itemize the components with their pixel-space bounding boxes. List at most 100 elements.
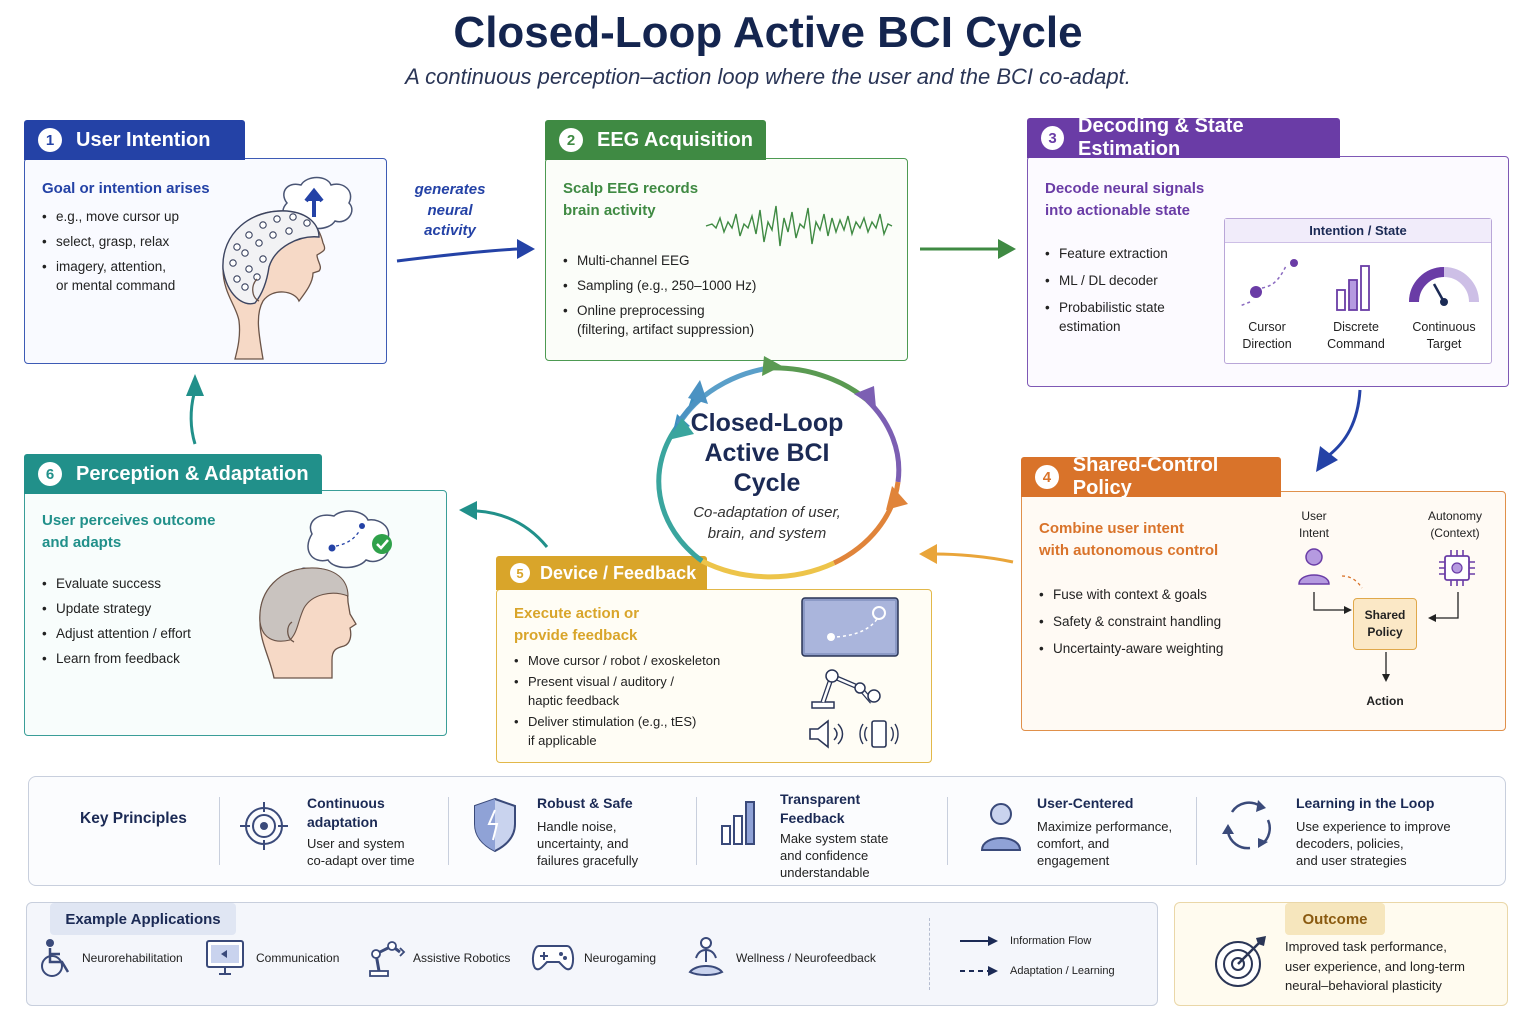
list-item: ML / DL decoder: [1045, 271, 1215, 290]
stage-1-number: 1: [38, 128, 62, 152]
list-item: e.g., move cursor up: [42, 207, 222, 226]
list-item: Safety & constraint handling: [1039, 612, 1249, 631]
stage-2-heading: Scalp EEG records brain activity: [563, 180, 699, 219]
key-principles-title: Key Principles: [80, 810, 187, 827]
list-item: Online preprocessing (filtering, artifac…: [563, 301, 873, 339]
robot-arm-icon: [369, 941, 406, 977]
legend-dashed-arrow: [960, 966, 998, 976]
stage-1-header: 1 User Intention: [24, 120, 245, 160]
list-item: Learn from feedback: [42, 649, 242, 668]
shield-icon: [474, 797, 516, 853]
stage-1-title: User Intention: [76, 128, 211, 151]
bar-chart-icon: [1336, 265, 1370, 311]
stage-3-heading: Decode neural signals into actionable st…: [1045, 180, 1205, 219]
panel-label-continuous: Continuous Target: [1412, 320, 1476, 351]
list-item: Evaluate success: [42, 574, 242, 593]
stage-6-heading: User perceives outcome and adapts: [42, 512, 216, 551]
stage-6-title: Perception & Adaptation: [76, 462, 309, 485]
monitor-icon: [206, 940, 244, 975]
target-icon: [240, 802, 288, 850]
central-cycle-ring: [656, 356, 908, 580]
legend-information-flow: Information Flow: [1010, 935, 1092, 947]
meditation-icon: [688, 937, 724, 976]
outcome-text: Improved task performance, user experien…: [1285, 939, 1465, 993]
stage-4-bullets: Fuse with context & goals Safety & const…: [1039, 585, 1249, 664]
stage-2-title: EEG Acquisition: [597, 128, 753, 151]
flow-arrow-4-to-5: [919, 544, 1014, 564]
app-label-neurorehab: Neurorehabilitation: [82, 951, 183, 965]
list-item: Move cursor / robot / exoskeleton: [514, 651, 774, 670]
flow-arrow-5-to-6: [459, 501, 549, 548]
stage-4-header: 4 Shared-Control Policy: [1021, 454, 1281, 499]
center-title: Closed-Loop Active BCI Cycle: [690, 409, 844, 497]
principle-5-heading: Learning in the Loop: [1296, 795, 1435, 811]
principle-3-heading: Transparent Feedback: [780, 791, 861, 826]
principle-3-text: Make system state and confidence underst…: [780, 831, 889, 880]
eeg-waveform-icon: [705, 205, 893, 247]
divider: [696, 797, 697, 865]
shared-policy-node: Shared Policy: [1353, 598, 1417, 650]
user-head-eeg-cap-icon: [222, 176, 353, 360]
stage-4-box: [1021, 491, 1506, 731]
principle-2-text: Handle noise, uncertainty, and failures …: [537, 819, 639, 868]
stage-6-number: 6: [38, 462, 62, 486]
list-item: Uncertainty-aware weighting: [1039, 639, 1249, 658]
stage-4-number: 4: [1035, 465, 1059, 489]
stage-3-number: 3: [1041, 126, 1064, 150]
flow-arrow-1-to-2: [396, 239, 535, 263]
wheelchair-icon: [41, 939, 70, 977]
panel-label-discrete: Discrete Command: [1327, 320, 1385, 351]
intention-state-panel-header: Intention / State: [1225, 219, 1491, 243]
divider: [219, 797, 220, 865]
app-label-wellness: Wellness / Neurofeedback: [736, 951, 876, 965]
gamepad-icon: [531, 945, 575, 971]
list-item: Sampling (e.g., 250–1000 Hz): [563, 276, 873, 295]
stage-5-heading: Execute action or provide feedback: [514, 605, 640, 644]
stage-2-number: 2: [559, 128, 583, 152]
user-head-thought-icon: [259, 510, 392, 679]
cycle-icon: [1222, 800, 1271, 850]
center-subtitle: Co-adaptation of user, brain, and system: [693, 504, 841, 542]
stage-5-title: Device / Feedback: [540, 562, 697, 583]
legend-adaptation-learning: Adaptation / Learning: [1010, 965, 1115, 977]
page-subtitle: A continuous perception–action loop wher…: [405, 64, 1131, 89]
principle-2-heading: Robust & Safe: [537, 795, 633, 811]
list-item: select, grasp, relax: [42, 232, 222, 251]
legend-solid-arrow: [960, 936, 998, 946]
app-label-communication: Communication: [256, 951, 340, 965]
stage-5-header: 5 Device / Feedback: [496, 556, 707, 590]
robot-arm-icon: [811, 669, 881, 709]
page-title: Closed-Loop Active BCI Cycle: [453, 8, 1083, 57]
target-arrow-icon: [1215, 936, 1266, 987]
stage-5-bullets: Move cursor / robot / exoskeleton Presen…: [514, 651, 774, 756]
stage-2-header: 2 EEG Acquisition: [545, 120, 766, 160]
gauge-icon: [1409, 267, 1479, 306]
flow-arrow-6-to-1: [186, 374, 204, 445]
list-item: imagery, attention, or mental command: [42, 257, 222, 295]
stage-6-bullets: Evaluate success Update strategy Adjust …: [42, 574, 242, 674]
panel-label-cursor: Cursor Direction: [1242, 320, 1292, 351]
bar-chart-icon: [721, 801, 755, 845]
stage-1-bullets: e.g., move cursor up select, grasp, rela…: [42, 207, 222, 301]
flow-arrow-3-to-4: [1316, 389, 1362, 472]
list-item: Update strategy: [42, 599, 242, 618]
list-item: Adjust attention / effort: [42, 624, 242, 643]
list-item: Multi-channel EEG: [563, 251, 873, 270]
stage-3-title: Decoding & State Estimation: [1078, 115, 1244, 160]
autonomy-label: Autonomy (Context): [1427, 509, 1483, 540]
list-item: Fuse with context & goals: [1039, 585, 1249, 604]
outcome-title: Outcome: [1285, 903, 1385, 935]
legend-divider: [929, 918, 930, 990]
stage-1-heading: Goal or intention arises: [42, 180, 210, 197]
speaker-icon: [809, 719, 844, 749]
principle-5-text: Use experience to improve decoders, poli…: [1296, 819, 1451, 868]
principle-4-heading: User-Centered: [1037, 795, 1134, 811]
flow-label: generates neural activity: [414, 181, 486, 239]
app-label-robotics: Assistive Robotics: [413, 951, 511, 965]
user-icon: [980, 803, 1022, 851]
screen-cursor-icon: [801, 597, 899, 657]
cursor-direction-icon: [1239, 259, 1298, 307]
user-icon: [1298, 548, 1330, 585]
app-label-neurogaming: Neurogaming: [584, 951, 657, 965]
list-item: Probabilistic state estimation: [1045, 298, 1215, 336]
